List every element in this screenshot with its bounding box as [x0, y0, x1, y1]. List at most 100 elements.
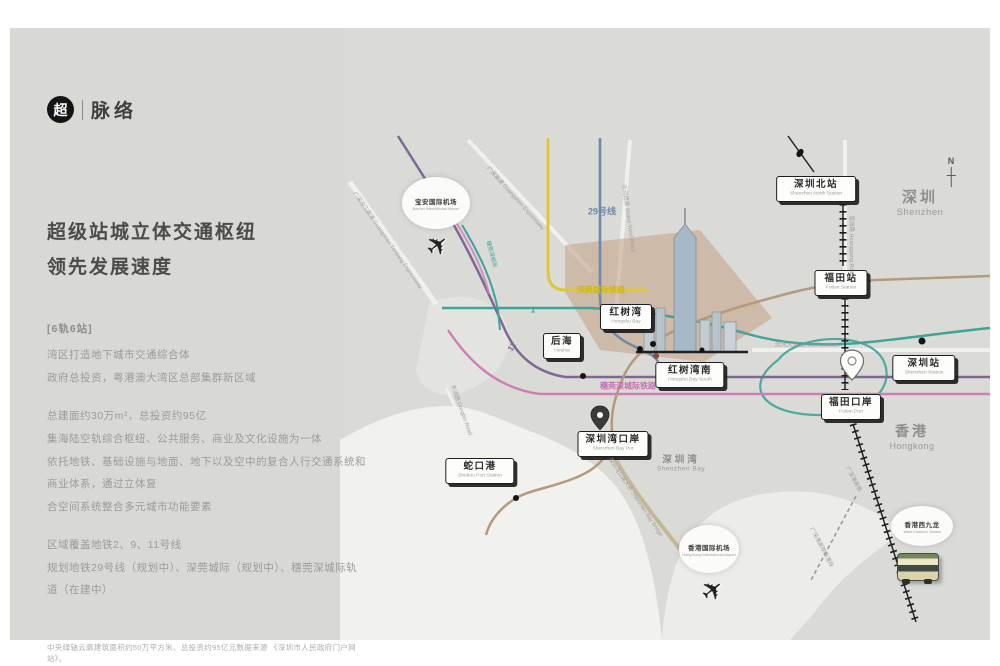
station-name-zh: 红树湾 [609, 307, 643, 319]
paragraph-2: 总建面约30万m²，总投资约95亿 集海陆空轨综合枢纽、公共服务、商业及文化设施… [47, 405, 367, 518]
station-name-en: Shenzhen Bay Por [592, 446, 634, 452]
para1-line1: 湾区打造地下城市交通综合体 [47, 349, 190, 362]
railway-ties [839, 204, 920, 624]
area-name-zh: 香港 [894, 423, 929, 439]
paragraph-1: 湾区打造地下城市交通综合体 政府总投资，粤港澳大湾区总部集群新区域 [47, 344, 367, 389]
station-name-en: Futian Station [825, 285, 857, 291]
airplane-icon: ✈ [694, 571, 731, 610]
railway-node [796, 148, 804, 158]
line-label-suiguanshen-intercity: 穗莞深城际铁路 [600, 381, 656, 391]
houhai-water [416, 297, 510, 395]
headline-line1: 超级站城立体交通枢纽 [47, 222, 258, 243]
station-name-zh: 福田站 [824, 273, 858, 285]
road-label-shahe-west-road: 沙河西路 Shahe West Road [620, 184, 636, 253]
sea-shenzhen-bay [340, 406, 662, 640]
station-name-en: Futian Port [838, 409, 864, 415]
airport-teal-line [461, 224, 501, 331]
intercity-brown-line [484, 274, 991, 536]
airport-magenta-line [451, 215, 490, 295]
shenzhen-bay-bridge-path [610, 451, 692, 564]
para2-line2: 集海陆空轨综合枢纽、公共服务、商业及文化设施为一体 [47, 432, 322, 445]
airplane-icon: ✈ [419, 226, 456, 265]
road-label-xrl-hk: 广深港高铁香港段 [808, 526, 835, 569]
station-name-en: Shenzhen North Station [789, 191, 843, 197]
metro-line-11 [396, 135, 990, 379]
area-name-zh: 深圳湾 [662, 454, 700, 466]
station-name-zh: 红树湾南 [667, 365, 712, 377]
brand-logo: 超 脉络 [47, 96, 367, 123]
headline-line2: 领先发展速度 [47, 257, 174, 279]
railway-lines [787, 135, 920, 624]
station-name-en: Hongshu Bay South [668, 377, 712, 383]
area-name-zh: 深圳 [901, 189, 939, 206]
pin-futian-port [839, 349, 865, 381]
para2-line1: 总建面约30万m²，总投资约95亿 [47, 410, 207, 423]
station-name-en: Houhai [554, 348, 570, 354]
road-label-huanggang-road: 皇岗路 Huanggang Road [848, 215, 854, 277]
para1-line2: 政府总投资，粤港澳大湾区总部集群新区域 [47, 371, 256, 384]
station-name-en: Hongshu Bay [611, 319, 641, 325]
poi-name-en: West Kowloon Station [903, 528, 941, 534]
poi-name-zh: 香港国际机场 [688, 544, 730, 552]
brand-badge-icon: 超 [47, 96, 74, 123]
poi-name-en: Hong Kong International Airport [682, 551, 736, 557]
project-towers [636, 208, 748, 354]
headline: 超级站城立体交通枢纽 领先发展速度 [47, 215, 367, 285]
dongbin-road-path [444, 387, 474, 443]
station-name-zh: 福田口岸 [828, 397, 874, 409]
pin-shenzhen-bay-port [590, 405, 610, 431]
road-label-guangshen-expressway: 广深高速 Guangshen Expressway [485, 165, 546, 232]
area-name-en: Hongkong [889, 441, 935, 451]
compass: N [946, 156, 956, 187]
paragraph-3: 区域覆盖地铁2、9、11号线 规划地铁29号线（规划中）、深莞城际（规划中）、穗… [47, 534, 367, 602]
shenguan-intercity-line [546, 138, 648, 292]
station-dots [513, 337, 926, 501]
planned-rail-dashed [809, 495, 857, 583]
road-label-xrl-north: 广深港高铁 [844, 465, 863, 494]
station-name-zh: 蛇口港 [463, 461, 497, 473]
station-name-en: Shenzhen Station [904, 370, 944, 376]
station-name-en: Shekou Port Station [458, 473, 502, 479]
tram-icon [897, 553, 939, 584]
station-dot-brown [653, 353, 659, 359]
para2-line3: 依托地铁、基础设施与地面、地下以及空中的复合人行交通系统和商业体系，通过立体复 [47, 455, 366, 491]
logo-divider [82, 99, 83, 120]
station-name-zh: 深圳站 [907, 358, 941, 370]
data-source-footnote: 中央绿轴云廊建筑面积约50万平方米、总投资约95亿元数据来源 《深圳市人民政府门… [47, 642, 356, 663]
compass-north-label: N [947, 156, 955, 166]
area-label-hongkong: 香港 Hongkong [889, 421, 934, 451]
suiguanshen-intercity-line [447, 329, 990, 396]
road-label-dongbin-road: 东滨路 Dongbin Road [449, 384, 473, 437]
line-label-line-1: 1 [530, 305, 536, 315]
para3-line2: 规划地铁29号线（规划中）、深莞城际（规划中）、穗莞深城际轨道（在建中） [47, 561, 358, 597]
road-label-binhe-avenue: 滨河大道 Binhe Avenue [774, 342, 838, 349]
rail-station-tag: [6轨6站] [47, 323, 93, 336]
area-name-en: Shenzhen [896, 207, 944, 218]
para3-line1: 区域覆盖地铁2、9、11号线 [47, 539, 182, 552]
line-label-line-11: 11 [505, 340, 519, 354]
metro-line-1-loop [759, 337, 888, 417]
poi-name-zh: 香港西九龙 [904, 521, 940, 529]
brand-name: 脉络 [91, 101, 138, 122]
station-name-zh: 深圳湾口岸 [585, 434, 641, 446]
station-name-zh: 深圳北站 [793, 179, 838, 191]
line-label-shenguan-intercity: 深莞城际铁路 [577, 285, 625, 295]
yanjiang-expressway-path [347, 180, 439, 306]
area-name-en: Shenzhen Bay [656, 465, 706, 473]
para2-line4: 合空间系统整合多元城市功能要素 [47, 500, 212, 513]
station-name-zh: 后海 [550, 336, 574, 348]
